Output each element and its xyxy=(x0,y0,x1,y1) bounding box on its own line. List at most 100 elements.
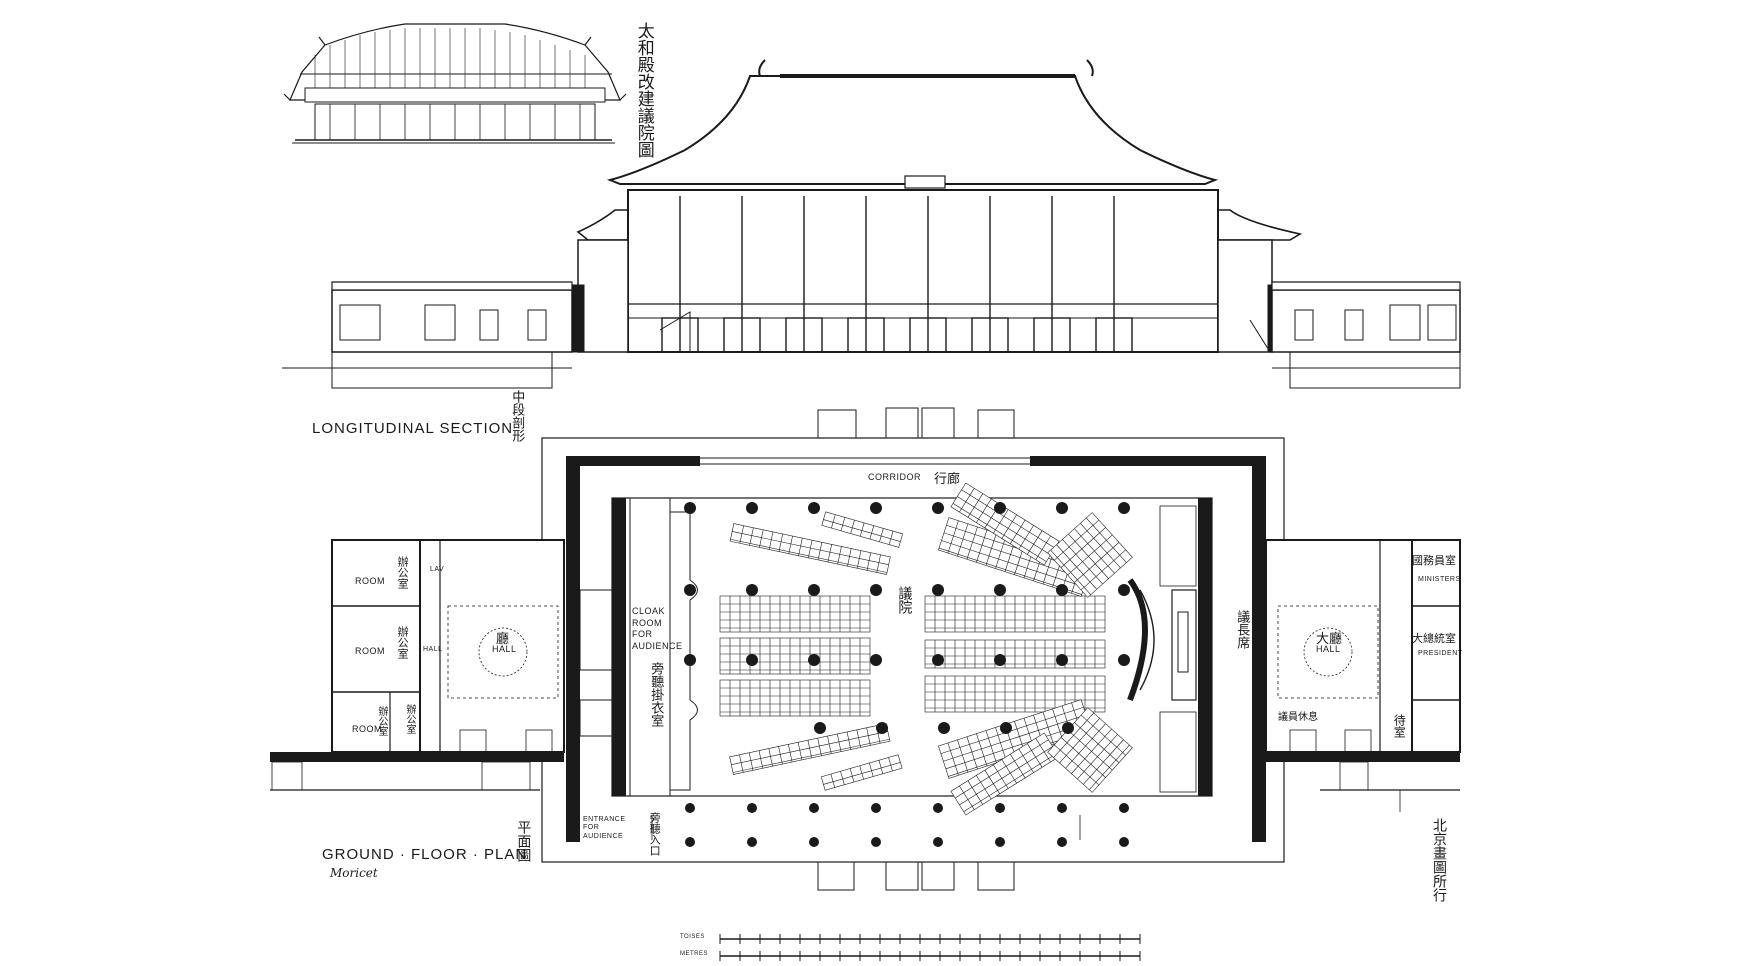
seat-row xyxy=(1077,734,1118,780)
plan-column xyxy=(1062,722,1074,734)
seat-divider xyxy=(788,744,793,763)
staff-label-cn: 議員休息 xyxy=(1278,712,1318,723)
plan-column xyxy=(994,584,1006,596)
plan-column xyxy=(933,803,943,813)
seat-divider xyxy=(1018,525,1034,550)
seat-divider xyxy=(976,733,988,767)
seat-divider xyxy=(976,775,992,800)
seating-outline xyxy=(719,595,871,633)
seating-block xyxy=(729,723,891,775)
left-hall-label: HALL xyxy=(492,644,517,654)
ministers-label-cn: 國務員室 xyxy=(1412,554,1456,567)
seating-outline xyxy=(719,679,871,717)
plan-title: GROUND · FLOOR · PLAN xyxy=(322,846,528,863)
plan-column xyxy=(994,654,1006,666)
longitudinal-section xyxy=(282,59,1461,389)
seat-row xyxy=(1083,739,1124,785)
plan-column xyxy=(684,654,696,666)
seat-divider xyxy=(768,748,773,767)
seat-divider xyxy=(1027,743,1043,768)
seating-block xyxy=(719,679,871,717)
plan-column xyxy=(870,502,882,514)
seat-divider xyxy=(1060,737,1106,778)
seat-divider xyxy=(888,531,894,545)
plan-column xyxy=(994,502,1006,514)
room-1-label-cn: 辦公室 xyxy=(396,556,410,589)
plan-column xyxy=(1118,654,1130,666)
plan-column xyxy=(808,502,820,514)
seat-divider xyxy=(830,773,836,788)
seat-row xyxy=(957,496,1051,556)
seat-divider xyxy=(1018,748,1034,773)
seating-outline xyxy=(719,637,871,675)
hall-elevation-thumbnail xyxy=(283,23,627,144)
plan-signature: Moricet xyxy=(330,866,378,880)
seat-divider xyxy=(748,752,754,771)
small-hall-label: HALL xyxy=(423,646,443,653)
seat-divider xyxy=(1010,519,1026,544)
seat-divider xyxy=(797,742,803,760)
room-3-label-cn: 辦公室 xyxy=(376,706,387,736)
seat-divider xyxy=(1001,759,1017,784)
plan-column xyxy=(808,584,820,596)
seat-row xyxy=(1074,528,1115,574)
seat-row xyxy=(1050,549,1091,595)
seat-divider xyxy=(817,542,823,560)
plan-column xyxy=(684,502,696,514)
plan-column xyxy=(685,837,695,847)
seat-divider xyxy=(1042,711,1054,745)
plan-column xyxy=(1056,584,1068,596)
seat-divider xyxy=(749,527,754,546)
seat-row xyxy=(1086,517,1127,563)
seat-divider xyxy=(827,735,832,754)
seat-divider xyxy=(836,733,842,752)
room-3-label: ROOM xyxy=(352,724,382,734)
seating-block xyxy=(924,639,1106,669)
seating-block xyxy=(821,511,903,548)
seat-divider xyxy=(967,493,983,518)
plan-column xyxy=(809,803,819,813)
plan-column xyxy=(685,803,695,813)
plan-column xyxy=(1119,803,1129,813)
seat-divider xyxy=(878,760,884,774)
scale-bars xyxy=(719,934,1141,961)
corridor-label-cn: 行廊 xyxy=(934,472,961,487)
seat-divider xyxy=(966,736,978,770)
seat-divider xyxy=(866,727,871,746)
seat-divider xyxy=(1035,535,1051,560)
seat-divider xyxy=(869,525,875,540)
seating-block xyxy=(950,732,1060,816)
seat-divider xyxy=(856,729,861,748)
president-stand-label-cn: 議長席 xyxy=(1234,610,1250,649)
seating-block xyxy=(924,595,1106,633)
cloak-room-label-cn: 旁聽掛衣室 xyxy=(648,662,664,727)
seat-divider xyxy=(1067,534,1113,576)
plan-column xyxy=(746,584,758,596)
seating-block xyxy=(719,595,871,633)
seat-divider xyxy=(840,517,846,531)
plan-column xyxy=(932,584,944,596)
seat-divider xyxy=(959,488,975,513)
seat-row xyxy=(1089,744,1130,790)
seat-divider xyxy=(869,762,874,777)
seat-divider xyxy=(847,548,852,567)
president-label: PRESIDENT xyxy=(1418,650,1463,657)
plan-column xyxy=(932,654,944,666)
plan-column xyxy=(870,654,882,666)
seating-block xyxy=(820,754,903,791)
seat-divider xyxy=(827,544,832,563)
seat-divider xyxy=(817,738,822,756)
seat-divider xyxy=(993,509,1009,534)
seat-divider xyxy=(846,731,852,750)
seat-divider xyxy=(1080,714,1126,756)
plan-column xyxy=(1057,837,1067,847)
seat-divider xyxy=(849,768,855,783)
seat-row xyxy=(941,540,1085,588)
seat-divider xyxy=(859,765,864,780)
plan-column xyxy=(995,803,1005,813)
ground-floor-plan xyxy=(270,407,1461,891)
plan-column xyxy=(747,837,757,847)
seat-divider xyxy=(976,498,992,523)
seat-divider xyxy=(808,540,813,558)
